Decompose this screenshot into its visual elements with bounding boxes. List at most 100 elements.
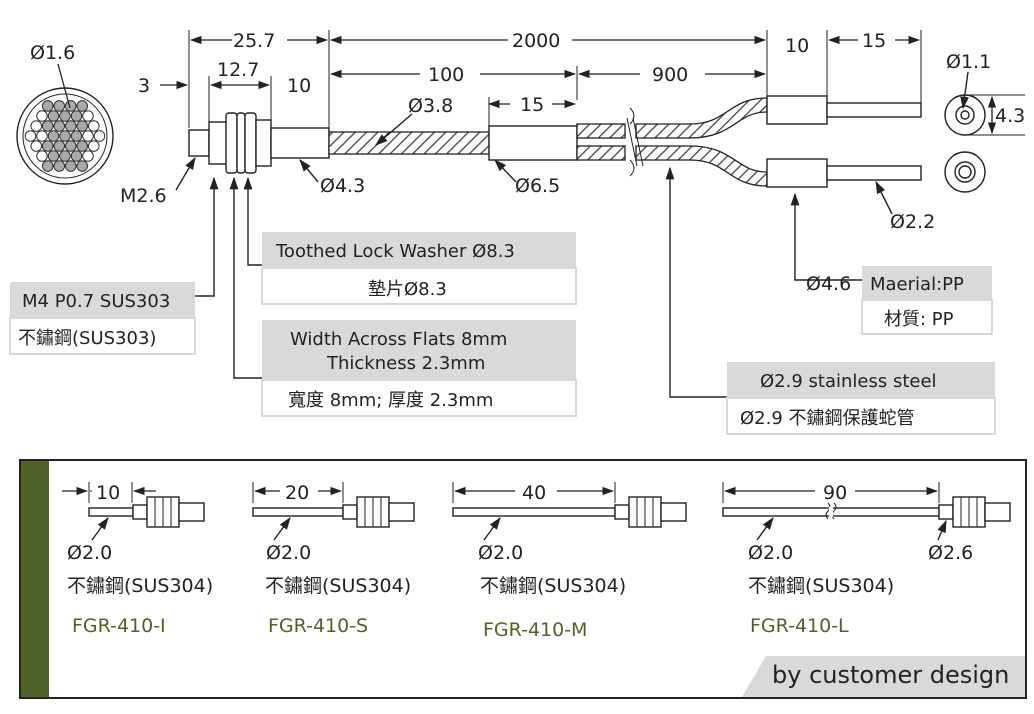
bundle-dia-leader — [57, 63, 71, 109]
variant-2-model: FGR-410-S — [268, 615, 368, 637]
variant-3 — [452, 482, 687, 541]
dim-12-7: 12.7 — [217, 59, 259, 81]
fiber-strand — [76, 100, 89, 112]
footer-note-bg — [742, 656, 1025, 697]
dim-4-6: Ø4.6 — [806, 273, 851, 295]
thread-m2-6: M2.6 — [120, 185, 167, 207]
end-views — [944, 71, 1025, 193]
variant-4-dia: Ø2.0 — [748, 542, 793, 564]
variant-3-length: 40 — [522, 482, 546, 504]
fiber-strand — [70, 150, 83, 162]
variant-1-model: FGR-410-I — [72, 615, 166, 637]
fiber-strand — [36, 110, 48, 122]
accent-bar — [21, 461, 49, 697]
fiber-strand — [53, 140, 66, 152]
thread-callout-bg — [10, 282, 195, 318]
fiber-strand — [53, 100, 66, 112]
thread-callout-zh: 不鏽鋼(SUS303) — [18, 328, 156, 349]
sheath-callout-en: Ø2.9 stainless steel — [760, 371, 937, 392]
variant-2 — [252, 482, 415, 541]
variant-4-model: FGR-410-L — [750, 615, 849, 637]
dim-15-right: 15 — [862, 30, 886, 52]
variant-4-length: 90 — [823, 482, 847, 504]
washer-callout-en: Toothed Lock Washer Ø8.3 — [275, 241, 515, 262]
dim-2000: 2000 — [512, 30, 560, 52]
thread-callout-en: M4 P0.7 SUS303 — [22, 291, 170, 312]
variant-1-dia: Ø2.0 — [67, 542, 112, 564]
fiber-strand — [36, 130, 48, 142]
fiber-strand — [76, 120, 89, 132]
variant-4 — [722, 482, 1011, 541]
fiber-strand — [59, 130, 71, 142]
fiber-strand — [87, 120, 100, 132]
tip-height-label: 4.3 — [995, 105, 1025, 127]
fiber-strand — [24, 130, 37, 142]
fiber-strand — [82, 150, 94, 162]
dim-100: 100 — [428, 64, 464, 86]
bundle-fibers — [24, 100, 106, 172]
sheath-callout-zh: Ø2.9 不鏽鋼保護蛇管 — [740, 408, 915, 429]
fiber-strand — [70, 130, 83, 142]
dim-3: 3 — [138, 75, 150, 97]
dim-10-left: 10 — [287, 75, 311, 97]
fiber-strand — [41, 160, 54, 172]
nut-callout-zh: 寬度 8mm; 厚度 2.3mm — [288, 390, 493, 411]
fiber-strand — [64, 120, 77, 132]
variant-head-dia: Ø2.6 — [928, 542, 973, 564]
variant-1-length: 10 — [96, 482, 120, 504]
variant-2-dia: Ø2.0 — [266, 542, 311, 564]
fiber-strand — [93, 130, 106, 142]
fiber-strand — [59, 150, 71, 162]
fiber-strand — [82, 110, 94, 122]
dim-2-2: Ø2.2 — [890, 211, 935, 233]
fiber-strand — [41, 120, 54, 132]
variants-panel — [19, 459, 1027, 699]
fiber-strand — [53, 120, 66, 132]
nut-callout-en-1: Width Across Flats 8mm — [290, 329, 507, 350]
fiber-strand — [41, 140, 54, 152]
dim-15-sleeve: 15 — [520, 94, 544, 116]
dim-6-5: Ø6.5 — [515, 175, 560, 197]
variant-1-material: 不鏽鋼(SUS304) — [67, 575, 213, 597]
variant-4-material: 不鏽鋼(SUS304) — [748, 575, 894, 597]
sheath-cable — [328, 95, 922, 188]
fiber-strand — [82, 130, 94, 142]
variant-2-material: 不鏽鋼(SUS304) — [265, 575, 411, 597]
variant-2-length: 20 — [285, 482, 309, 504]
probe-head — [188, 112, 330, 174]
material-callout-en: Maerial:PP — [870, 274, 964, 295]
fiber-strand — [30, 120, 43, 132]
dim-900: 900 — [652, 64, 688, 86]
bundle-dia-label: Ø1.6 — [30, 42, 75, 64]
variant-3-model: FGR-410-M — [483, 619, 587, 641]
dim-3-8: Ø3.8 — [408, 95, 453, 117]
fiber-strand — [64, 160, 77, 172]
fiber-strand — [36, 150, 48, 162]
nut-callout-en-2: Thickness 2.3mm — [326, 353, 485, 374]
footer-note: by customer design — [772, 661, 1009, 689]
dim-4-3: Ø4.3 — [320, 175, 365, 197]
fiber-strand — [70, 110, 83, 122]
fiber-strand — [64, 100, 77, 112]
fiber-strand — [41, 100, 54, 112]
washer-callout-zh: 墊片Ø8.3 — [368, 279, 447, 300]
fiber-strand — [87, 140, 100, 152]
fiber-bundle-cross-section — [16, 87, 114, 185]
fiber-strand — [53, 160, 66, 172]
fiber-strand — [76, 160, 89, 172]
fiber-strand — [30, 140, 43, 152]
fiber-strand — [64, 140, 77, 152]
fiber-strand — [59, 110, 71, 122]
dim-10-right: 10 — [785, 35, 809, 57]
variant-1 — [62, 482, 205, 541]
variant-3-dia: Ø2.0 — [478, 542, 523, 564]
fiber-strand — [47, 110, 60, 122]
variant-3-material: 不鏽鋼(SUS304) — [480, 575, 626, 597]
fiber-strand — [47, 130, 60, 142]
dim-25-7: 25.7 — [233, 30, 275, 52]
material-callout-zh: 材質: PP — [884, 309, 954, 330]
fiber-strand — [76, 140, 89, 152]
fiber-strand — [47, 150, 60, 162]
tip-dia-label: Ø1.1 — [946, 51, 991, 73]
